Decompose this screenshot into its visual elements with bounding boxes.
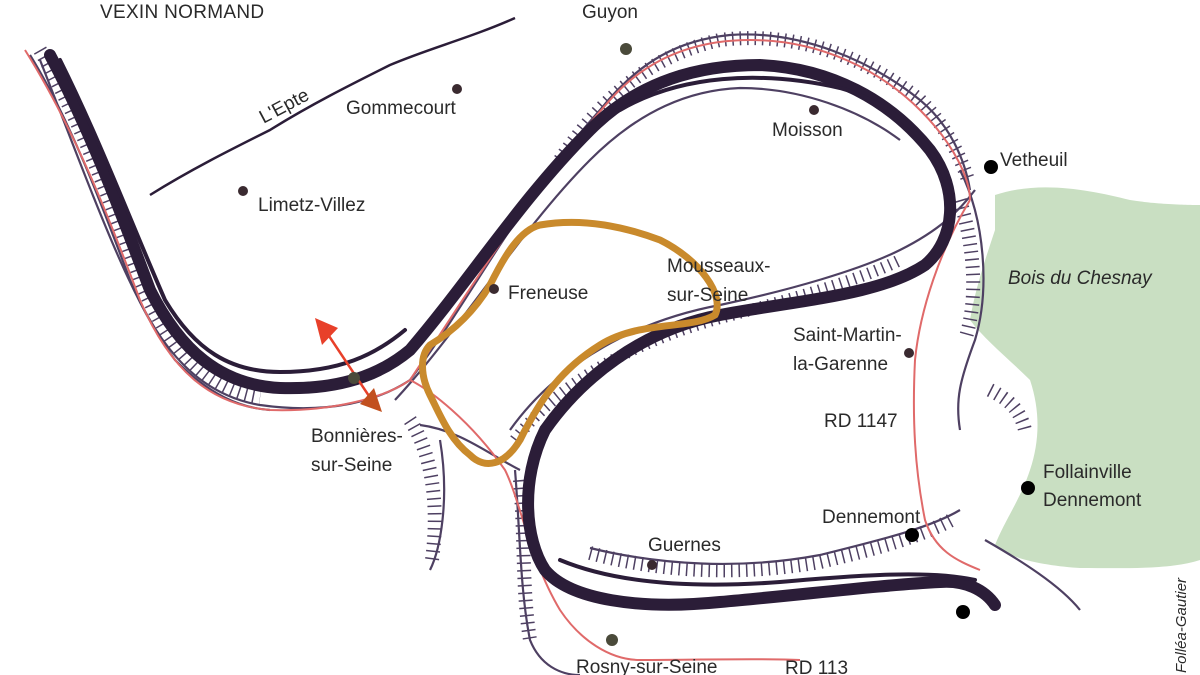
label-guyon: Guyon	[582, 2, 638, 23]
label-vetheuil: Vetheuil	[1000, 150, 1068, 171]
town-markers	[238, 43, 1035, 646]
route-loop	[419, 218, 721, 467]
marker-guyon	[620, 43, 632, 55]
label-follainville-1: Follainville	[1043, 462, 1132, 483]
marker-rosny	[606, 634, 618, 646]
roads	[24, 38, 981, 662]
seine-river	[44, 49, 1001, 611]
label-gommecourt: Gommecourt	[346, 98, 456, 119]
label-saint-martin-2: la-Garenne	[793, 354, 889, 375]
label-limetz-villez: Limetz-Villez	[258, 195, 366, 216]
author-credit: Folléa-Gautier	[1173, 577, 1190, 673]
label-rosny: Rosny-sur-Seine	[576, 657, 718, 675]
label-mousseaux-1: Mousseaux-	[667, 256, 771, 277]
marker-dennemont	[905, 528, 919, 542]
label-freneuse: Freneuse	[508, 283, 589, 304]
label-bois-du-chesnay: Bois du Chesnay	[1008, 268, 1152, 289]
label-rd113: RD 113	[785, 658, 849, 675]
marker-limetz	[238, 186, 248, 196]
label-saint-martin-1: Saint-Martin-	[793, 325, 902, 346]
label-dennemont: Dennemont	[822, 507, 921, 528]
access-arrow	[315, 318, 382, 412]
forest-area	[970, 187, 1200, 569]
label-bonnieres-1: Bonnières-	[311, 426, 403, 447]
marker-follainville	[1021, 481, 1035, 495]
epte-river	[149, 16, 516, 197]
marker-bonnieres	[348, 372, 360, 384]
marker-gommecourt	[452, 84, 462, 94]
label-bonnieres-2: sur-Seine	[311, 455, 393, 476]
marker-vetheuil	[984, 160, 998, 174]
label-mousseaux-2: sur-Seine	[667, 285, 749, 306]
marker-river-point	[956, 605, 970, 619]
label-moisson: Moisson	[772, 120, 843, 141]
label-follainville-2: Dennemont	[1043, 490, 1142, 511]
marker-moisson	[809, 105, 819, 115]
label-rd1147: RD 1147	[824, 411, 898, 432]
marker-freneuse	[489, 284, 499, 294]
region-label: VEXIN NORMAND	[100, 2, 265, 23]
marker-saint-martin	[904, 348, 914, 358]
label-guernes: Guernes	[648, 535, 721, 556]
marker-guernes	[647, 560, 657, 570]
